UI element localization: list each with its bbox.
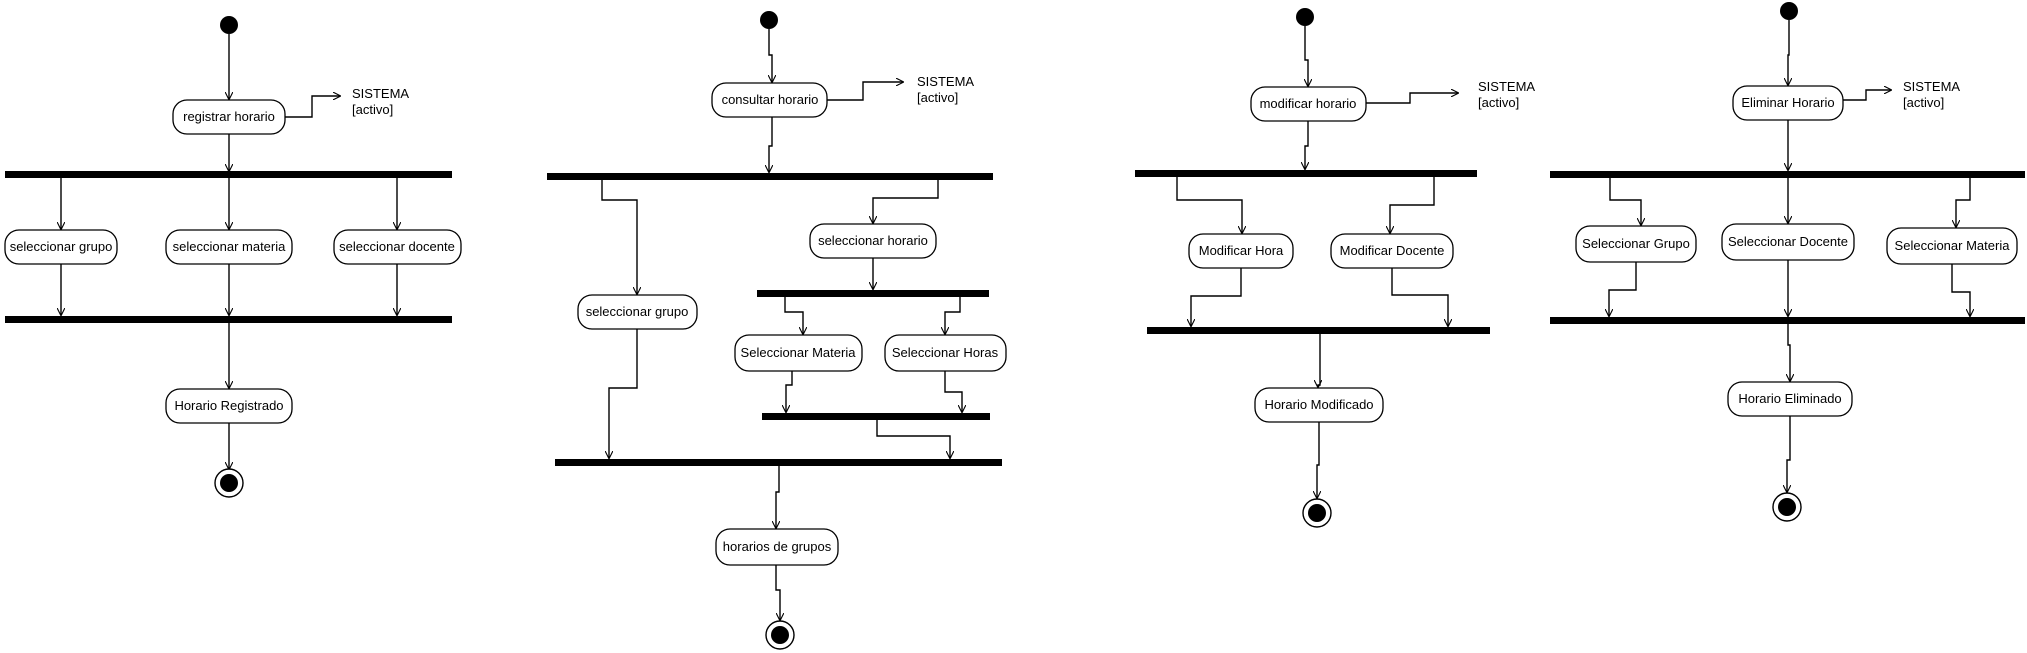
object-system: SISTEMA bbox=[1903, 79, 1960, 94]
fork-bar bbox=[5, 171, 452, 178]
edge bbox=[1191, 268, 1242, 326]
edge bbox=[1951, 264, 1970, 316]
edge bbox=[1609, 262, 1637, 316]
object-system: SISTEMA bbox=[1478, 79, 1535, 94]
edge bbox=[1956, 178, 1971, 227]
object-flow bbox=[1366, 93, 1458, 104]
edge bbox=[873, 180, 939, 223]
action-label: registrar horario bbox=[183, 109, 275, 124]
final-node bbox=[1308, 504, 1326, 522]
action-label: Modificar Hora bbox=[1199, 243, 1284, 258]
object-flow bbox=[285, 96, 340, 118]
diagram-registrar-horario: registrar horario SISTEMA [activo] selec… bbox=[4, 16, 462, 498]
action-label: Seleccionar Docente bbox=[1728, 234, 1848, 249]
edge bbox=[944, 371, 962, 412]
join-bar bbox=[555, 459, 1002, 466]
initial-node bbox=[760, 11, 778, 29]
join-bar-sub bbox=[762, 413, 990, 420]
edge bbox=[1317, 422, 1319, 498]
join-bar bbox=[5, 316, 452, 323]
action-horarios-de-grupos[interactable] bbox=[715, 528, 839, 566]
action-label: Horario Registrado bbox=[174, 398, 283, 413]
edge bbox=[609, 329, 638, 458]
edge bbox=[1788, 324, 1790, 381]
edge bbox=[769, 117, 772, 172]
initial-node bbox=[220, 16, 238, 34]
edge bbox=[1305, 121, 1308, 169]
diagram-modificar-horario: modificar horario SISTEMA [activo] Modif… bbox=[1135, 8, 1535, 528]
diagram-eliminar-horario: Eliminar Horario SISTEMA [activo] Selecc… bbox=[1550, 2, 2025, 522]
object-flow bbox=[827, 82, 903, 101]
fork-bar bbox=[1550, 171, 2025, 178]
object-system: SISTEMA bbox=[352, 86, 409, 101]
join-bar bbox=[1550, 317, 2025, 324]
object-state: [activo] bbox=[352, 102, 393, 117]
action-label: Seleccionar Materia bbox=[741, 345, 857, 360]
edge bbox=[1176, 177, 1242, 233]
edge bbox=[1318, 334, 1320, 387]
edge bbox=[769, 29, 772, 82]
edge bbox=[601, 180, 637, 294]
action-seleccionar-materia[interactable] bbox=[734, 334, 863, 372]
fork-bar bbox=[1135, 170, 1477, 177]
edge bbox=[945, 297, 961, 334]
action-label: seleccionar horario bbox=[818, 233, 928, 248]
action-label: modificar horario bbox=[1260, 96, 1357, 111]
edge bbox=[786, 371, 793, 412]
object-flow bbox=[1843, 90, 1891, 101]
object-state: [activo] bbox=[1478, 95, 1519, 110]
action-label: Horario Modificado bbox=[1264, 397, 1373, 412]
edge bbox=[784, 297, 803, 334]
edge bbox=[1787, 416, 1790, 492]
action-label: Seleccionar Grupo bbox=[1582, 236, 1690, 251]
object-state: [activo] bbox=[1903, 95, 1944, 110]
object-system: SISTEMA bbox=[917, 74, 974, 89]
fork-bar bbox=[547, 173, 993, 180]
final-node bbox=[771, 626, 789, 644]
edge bbox=[1609, 178, 1641, 225]
initial-node bbox=[1780, 2, 1798, 20]
action-label: Modificar Docente bbox=[1340, 243, 1445, 258]
action-label: seleccionar grupo bbox=[10, 239, 113, 254]
edge bbox=[1788, 20, 1789, 85]
initial-node bbox=[1296, 8, 1314, 26]
action-label: Eliminar Horario bbox=[1741, 95, 1834, 110]
action-label: seleccionar materia bbox=[173, 239, 286, 254]
edge bbox=[1390, 177, 1435, 233]
action-label: seleccionar grupo bbox=[586, 304, 689, 319]
action-label: seleccionar docente bbox=[339, 239, 455, 254]
action-label: Horario Eliminado bbox=[1738, 391, 1841, 406]
edge bbox=[1305, 26, 1308, 86]
action-label: consultar horario bbox=[722, 92, 819, 107]
edge bbox=[876, 420, 950, 458]
final-node bbox=[1778, 498, 1796, 516]
join-bar bbox=[1147, 327, 1490, 334]
edge bbox=[775, 565, 780, 620]
fork-bar-sub bbox=[757, 290, 989, 297]
edge bbox=[1391, 268, 1448, 326]
object-state: [activo] bbox=[917, 90, 958, 105]
action-label: horarios de grupos bbox=[723, 539, 832, 554]
diagram-consultar-horario: consultar horario SISTEMA [activo] selec… bbox=[547, 11, 1007, 650]
action-label: Seleccionar Horas bbox=[892, 345, 999, 360]
final-node bbox=[220, 474, 238, 492]
edge bbox=[776, 466, 779, 528]
action-label: Seleccionar Materia bbox=[1895, 238, 2011, 253]
